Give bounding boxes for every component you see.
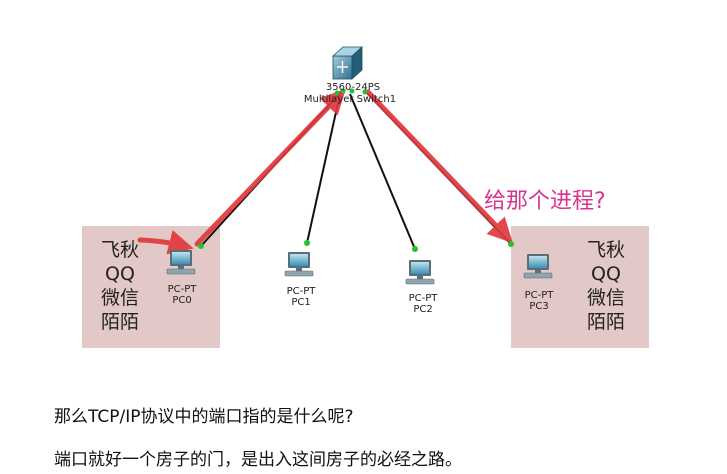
red-arrows: [137, 88, 513, 255]
port-dots: [198, 88, 514, 252]
app-qq: QQ: [591, 263, 621, 285]
link-pc2-switch: [349, 93, 416, 250]
app-feiqiu: 飞秋: [100, 239, 139, 261]
link-pc1-switch: [306, 93, 341, 244]
switch-model-label: 3560-24PS: [325, 82, 381, 93]
pc1-icon: [284, 252, 314, 277]
pc3-name-label: PC3: [529, 301, 549, 312]
arrow-pc0-to-switch: [194, 88, 346, 247]
pc3-type-label: PC-PT: [524, 290, 554, 301]
process-annotation: 给那个进程?: [484, 189, 606, 214]
pc1-name-label: PC1: [291, 297, 311, 308]
left-host-apps: 飞秋 QQ 微信 陌陌: [97, 238, 143, 334]
pc1-type-label: PC-PT: [286, 286, 316, 297]
paragraph-question: 那么TCP/IP协议中的端口指的是什么呢?: [54, 407, 354, 427]
network-diagram: [137, 46, 553, 285]
pc3-icon: [523, 254, 553, 279]
switch-name-label: Multilayer Switch1: [303, 94, 397, 105]
pc0-type-label: PC-PT: [167, 284, 197, 295]
pc2-name-label: PC2: [413, 304, 433, 315]
multilayer-switch-icon: [331, 46, 364, 80]
app-wechat: 微信: [586, 287, 625, 309]
right-host-box: [511, 226, 649, 348]
app-feiqiu: 飞秋: [586, 239, 625, 261]
app-qq: QQ: [105, 263, 135, 285]
pc2-icon: [405, 260, 435, 285]
pc0-name-label: PC0: [172, 295, 192, 306]
right-host-apps: 飞秋 QQ 微信 陌陌: [583, 238, 629, 334]
arrow-to-pc0: [137, 230, 194, 255]
app-wechat: 微信: [100, 287, 139, 309]
paragraph-answer: 端口就好一个房子的门，是出入这间房子的必经之路。: [54, 450, 462, 470]
network-links: [200, 89, 512, 250]
arrow-switch-to-pc3: [365, 89, 513, 244]
app-momo: 陌陌: [586, 311, 625, 333]
pc0-icon: [166, 250, 196, 275]
pc2-type-label: PC-PT: [408, 293, 438, 304]
app-momo: 陌陌: [100, 311, 139, 333]
